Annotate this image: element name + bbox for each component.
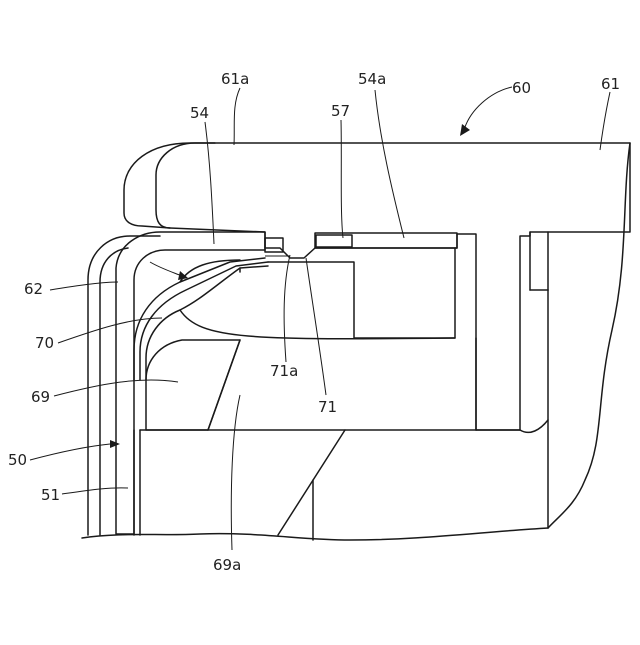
shell-50-inner <box>100 248 128 535</box>
block-62 <box>268 248 455 338</box>
label-69: 69 <box>31 388 50 406</box>
seal-57 <box>316 235 352 247</box>
lower-housing-diagonal <box>278 430 345 535</box>
leader-57 <box>341 120 343 238</box>
leader-62 <box>50 282 118 290</box>
label-71a: 71a <box>270 362 298 380</box>
label-54: 54 <box>190 104 209 122</box>
label-61a: 61a <box>221 70 249 88</box>
leader-54a <box>375 90 404 238</box>
member-70-inner <box>146 266 268 380</box>
label-60: 60 <box>512 79 531 97</box>
arrow-62 <box>150 262 182 276</box>
leader-71a <box>284 255 290 362</box>
label-51: 51 <box>41 486 60 504</box>
label-71: 71 <box>318 398 337 416</box>
leader-54 <box>205 122 214 244</box>
leader-70 <box>58 318 162 343</box>
label-62: 62 <box>24 280 43 298</box>
base-69a-edge <box>208 340 240 430</box>
label-69a: 69a <box>213 556 241 574</box>
leader-71 <box>306 258 326 395</box>
leader-61a <box>234 88 240 145</box>
label-61: 61 <box>601 75 620 93</box>
cover-step <box>520 420 548 432</box>
bottom-broken-edge <box>82 528 548 540</box>
member-70-outer <box>134 258 265 380</box>
arrow-60 <box>464 87 512 130</box>
label-54a: 54a <box>358 70 386 88</box>
label-70: 70 <box>35 334 54 352</box>
arrowhead-50 <box>110 440 120 448</box>
cover-61 <box>156 143 630 430</box>
label-57: 57 <box>331 102 350 120</box>
leader-50 <box>30 444 110 460</box>
cover-broken-edge <box>548 143 630 528</box>
leader-69a <box>231 395 240 550</box>
leader-51 <box>62 488 128 494</box>
base-69 <box>146 340 240 430</box>
gasket-tab <box>265 238 283 252</box>
member-70-mid <box>140 262 268 380</box>
leader-61 <box>600 92 610 150</box>
cover-lip-61a <box>124 143 215 228</box>
label-50: 50 <box>8 451 27 469</box>
